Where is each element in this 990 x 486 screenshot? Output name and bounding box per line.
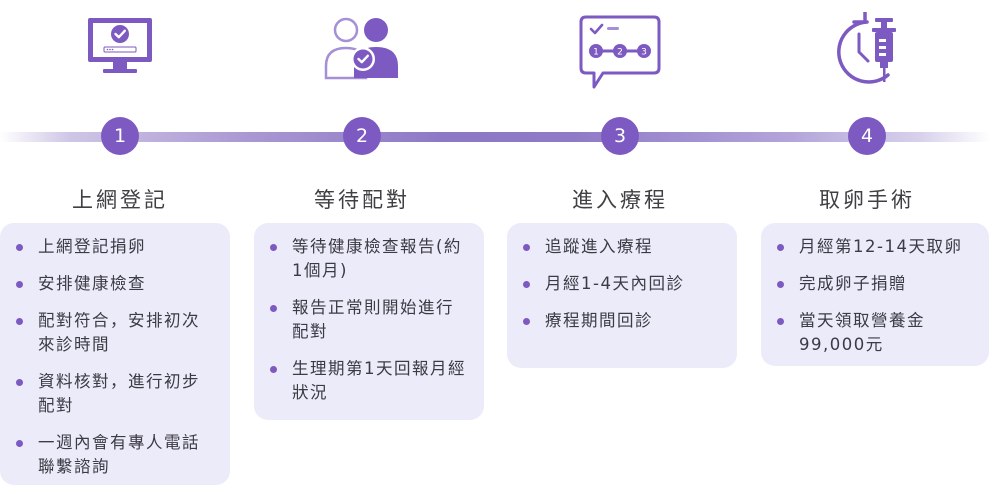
list-item: 配對符合，安排初次來診時間 [16,309,212,357]
step-title: 進入療程 [572,188,668,212]
list-item: 報告正常則開始進行配對 [270,296,466,344]
step-number: 3 [601,117,639,155]
step-number: 4 [848,117,886,155]
list-item: 生理期第1天回報月經狀況 [270,357,466,405]
list-item: 安排健康檢查 [16,272,212,296]
step-title: 取卵手術 [819,188,915,212]
list-item: 當天領取營養金99,000元 [777,309,977,357]
step-title: 等待配對 [314,188,410,212]
list-item: 等待健康檢查報告(約1個月) [270,235,466,283]
list-item: 資料核對，進行初步配對 [16,370,212,418]
list-item: 追蹤進入療程 [523,235,719,259]
step-title: 上網登記 [72,188,168,212]
step-dot-label: 3 [641,48,647,58]
step-number: 1 [101,117,139,155]
list-item: 完成卵子捐贈 [777,272,977,296]
list-item: 上網登記捐卵 [16,235,212,259]
step-dot-label: 2 [617,48,623,58]
step-card: 月經第12-14天取卵 完成卵子捐贈 當天領取營養金99,000元 [761,223,989,366]
timeline-line [0,132,990,142]
step-3: 1 2 3 3 進入療程 追蹤進入療程 月經1-4天內回診 療程期間回診 [500,0,740,486]
step-4: 4 取卵手術 月經第12-14天取卵 完成卵子捐贈 當天領取營養金99,000元 [747,0,989,486]
list-item: 月經1-4天內回診 [523,272,719,296]
step-1: 1 上網登記 上網登記捐卵 安排健康檢查 配對符合，安排初次來診時間 資料核對，… [0,0,240,486]
list-item: 月經第12-14天取卵 [777,235,977,259]
step-dot-label: 1 [593,48,599,58]
list-item: 一週內會有專人電話聯繫諮詢 [16,431,212,479]
step-2: 2 等待配對 等待健康檢查報告(約1個月) 報告正常則開始進行配對 生理期第1天… [242,0,484,486]
step-number: 2 [343,117,381,155]
step-card: 等待健康檢查報告(約1個月) 報告正常則開始進行配對 生理期第1天回報月經狀況 [254,223,484,420]
people-match-check-icon [312,12,412,92]
clock-syringe-icon [817,12,917,92]
step-card: 追蹤進入療程 月經1-4天內回診 療程期間回診 [507,223,737,368]
chat-bubble-steps-icon: 1 2 3 [570,12,670,92]
step-card: 上網登記捐卵 安排健康檢查 配對符合，安排初次來診時間 資料核對，進行初步配對 … [0,223,230,485]
computer-monitor-check-icon [70,12,170,92]
list-item: 療程期間回診 [523,309,719,333]
